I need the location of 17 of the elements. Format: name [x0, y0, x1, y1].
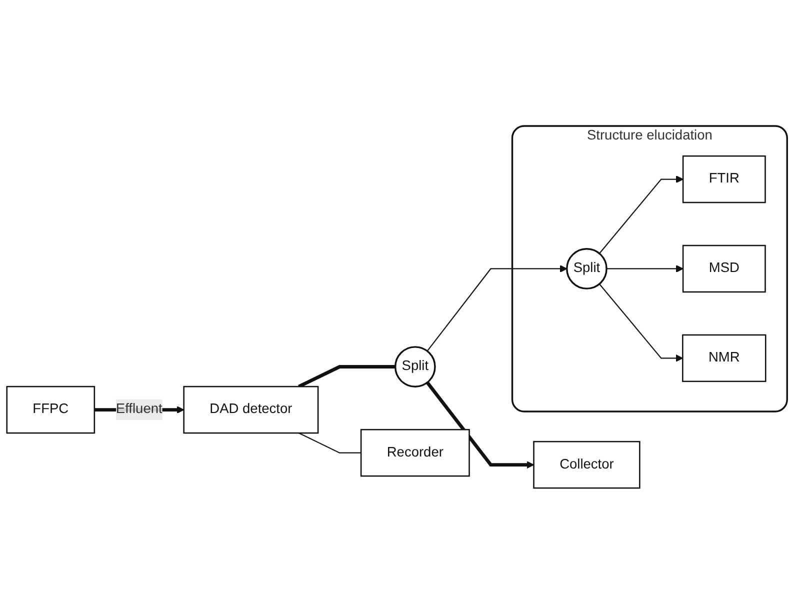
arrow [426, 264, 568, 351]
connector [298, 432, 362, 453]
arrow [598, 175, 684, 254]
node-box [682, 244, 766, 292]
node-box [6, 385, 96, 434]
node-circle [394, 346, 436, 387]
arrow [426, 380, 534, 468]
connector [298, 364, 396, 388]
node-box [533, 440, 640, 488]
node-box [360, 428, 470, 476]
node-circle [566, 248, 608, 289]
arrow [606, 264, 684, 272]
arrow [598, 283, 684, 362]
cluster [511, 124, 788, 412]
node-box [183, 385, 319, 434]
node-box [682, 334, 766, 382]
node-box [682, 154, 766, 203]
